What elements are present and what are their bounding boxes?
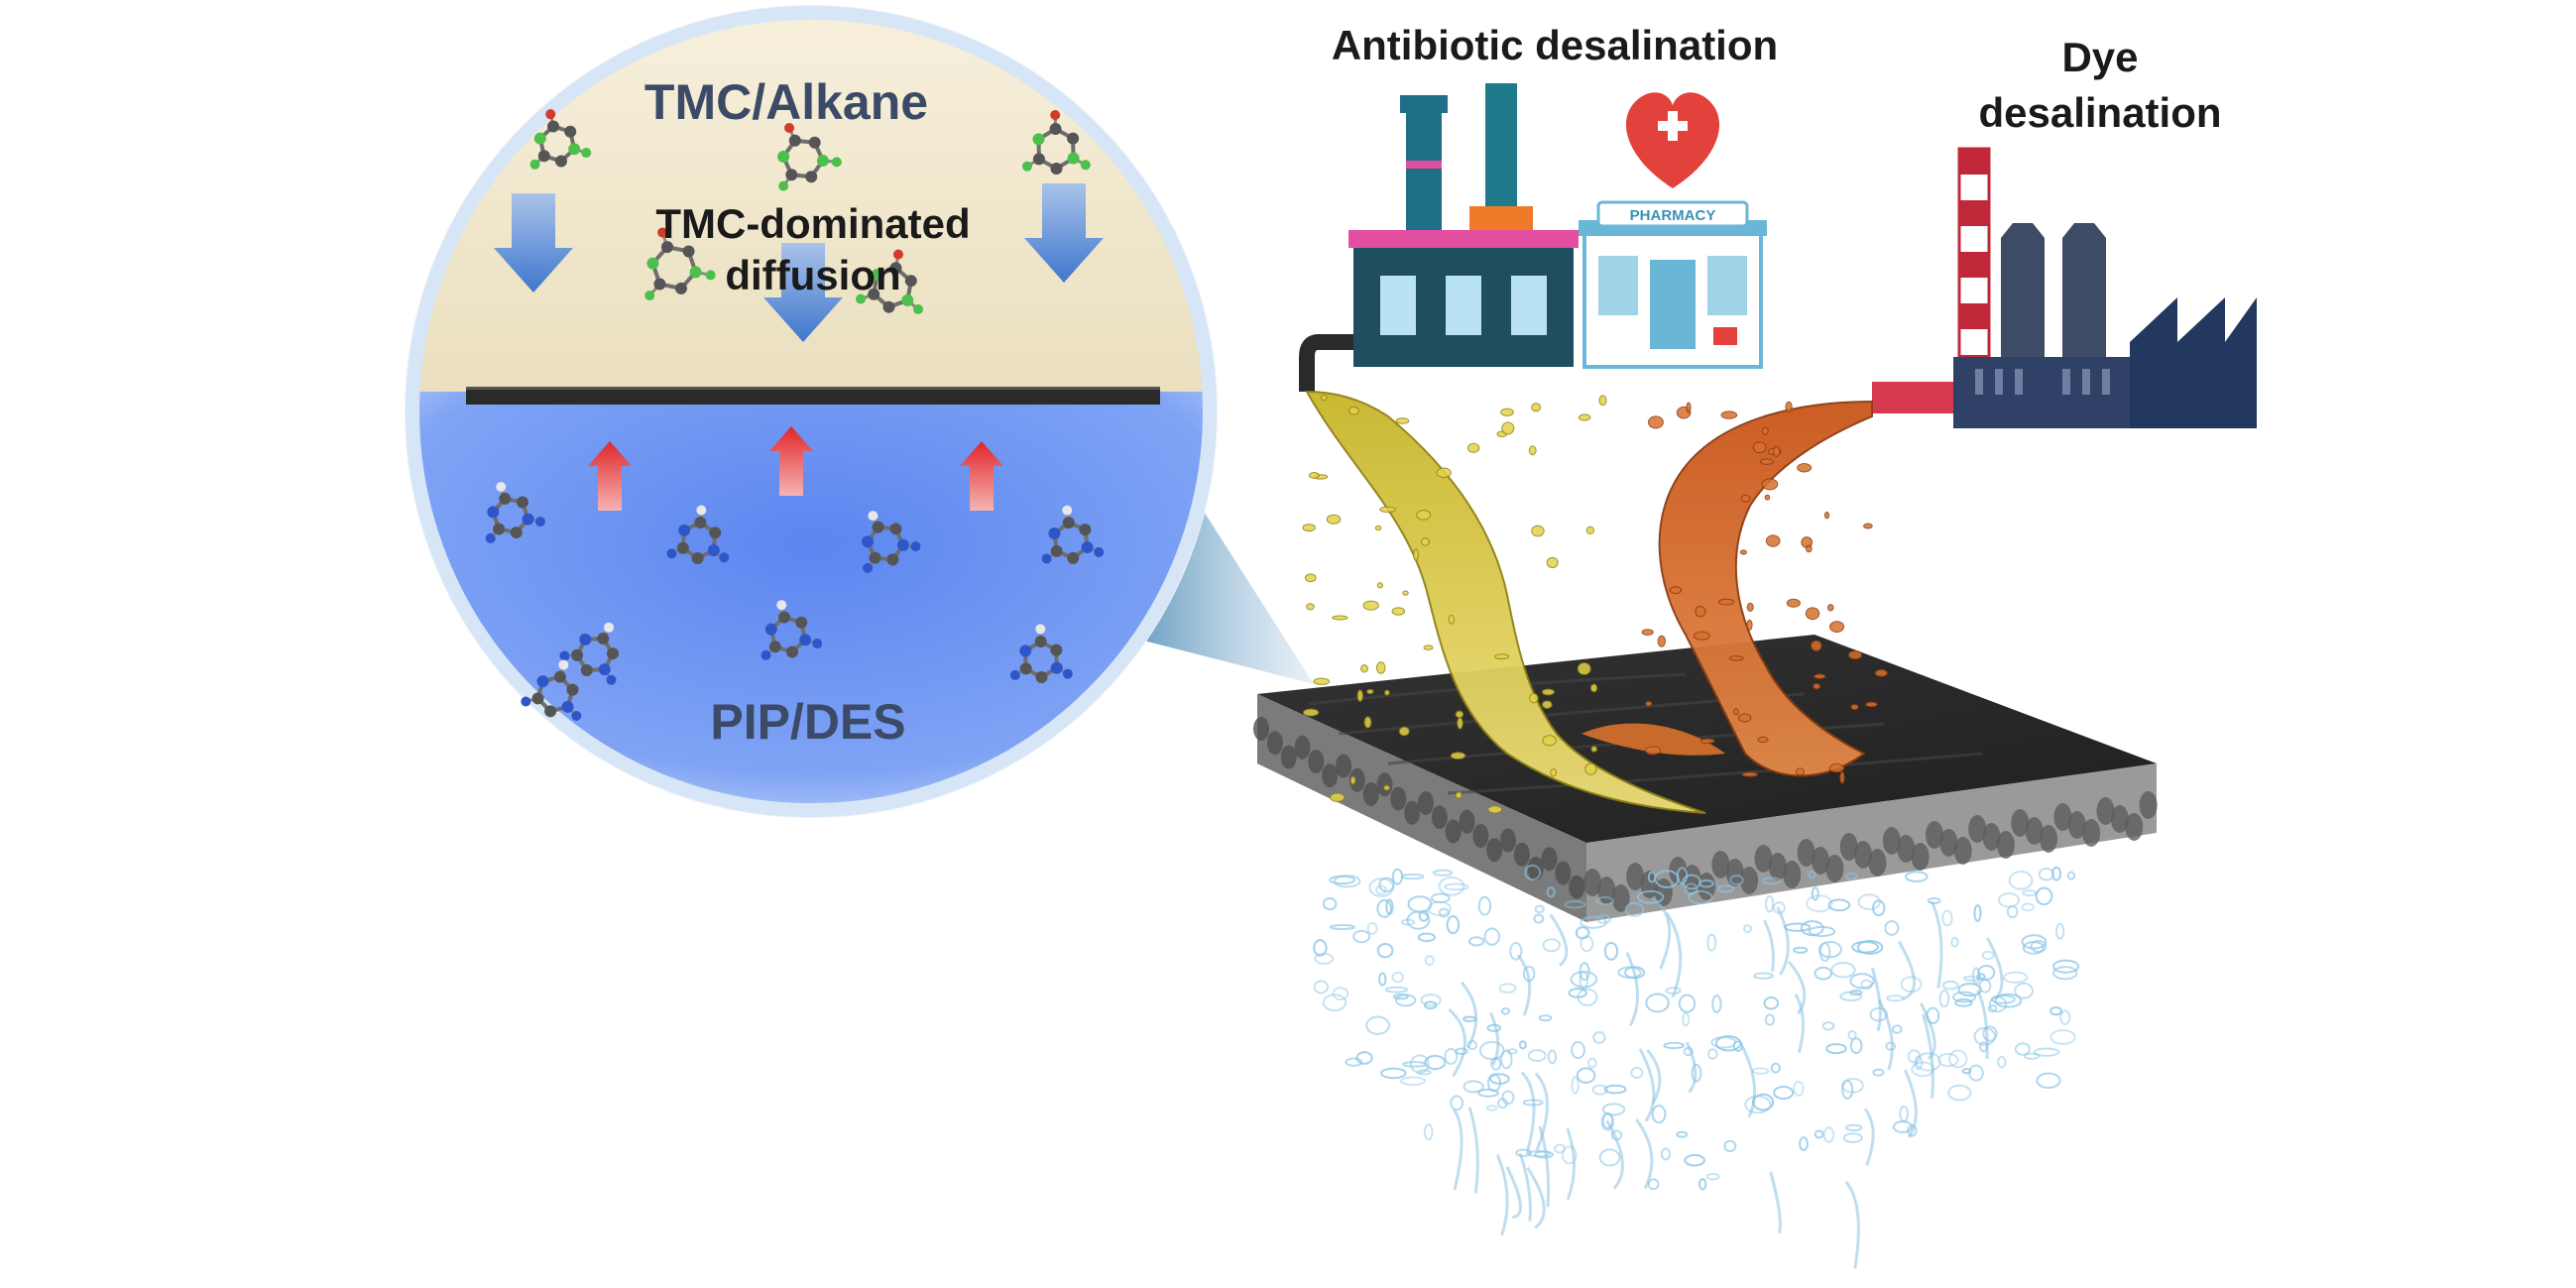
tmc-molecules xyxy=(529,109,1091,314)
pip-molecules xyxy=(485,481,1105,721)
pip-molecule-icon xyxy=(666,505,730,564)
diffusion-label-line1: TMC-dominated xyxy=(655,200,970,247)
top-phase-label: TMC/Alkane xyxy=(644,74,928,130)
up-arrow-icon xyxy=(588,441,632,511)
dye-label-line1: Dye xyxy=(2061,34,2138,80)
antibiotic-factory-icon xyxy=(1299,83,1579,392)
up-arrow-icon xyxy=(769,426,813,496)
dye-label-line2: desalination xyxy=(1978,89,2221,136)
antibiotic-stream xyxy=(1302,390,1706,814)
pip-diffusion-arrows xyxy=(588,426,1003,511)
tmc-diffusion-arrows xyxy=(494,183,1104,342)
pip-molecule-icon xyxy=(761,600,823,660)
pip-molecule-icon xyxy=(1041,505,1105,564)
pharmacy-icon: PHARMACY xyxy=(1579,92,1767,369)
polyamide-layer xyxy=(466,389,1160,405)
tmc-molecule-icon xyxy=(777,123,842,191)
tmc-molecule-icon xyxy=(856,249,924,314)
pip-molecule-icon xyxy=(485,481,545,543)
tmc-molecule-icon xyxy=(529,109,592,170)
pip-molecule-icon xyxy=(559,622,619,685)
pip-molecule-icon xyxy=(1009,624,1073,683)
pip-molecule-icon xyxy=(862,511,921,573)
bottom-phase-label: PIP/DES xyxy=(710,694,905,750)
dye-stream xyxy=(1581,400,1888,784)
aqueous-phase-region xyxy=(414,392,1208,808)
tmc-molecule-icon xyxy=(644,227,716,301)
permeate-water-splash xyxy=(1313,864,2080,1269)
down-arrow-icon xyxy=(763,243,843,342)
dye-factory-icon xyxy=(1872,147,2257,428)
antibiotic-desalination-label: Antibiotic desalination xyxy=(1332,22,1778,68)
down-arrow-icon xyxy=(1024,183,1104,283)
diffusion-label-line2: diffusion xyxy=(725,252,900,298)
tmc-molecule-icon xyxy=(1021,110,1091,175)
down-arrow-icon xyxy=(494,193,573,293)
pharmacy-sign-text: PHARMACY xyxy=(1630,207,1716,224)
pip-molecule-icon xyxy=(521,659,582,721)
up-arrow-icon xyxy=(960,441,1003,511)
